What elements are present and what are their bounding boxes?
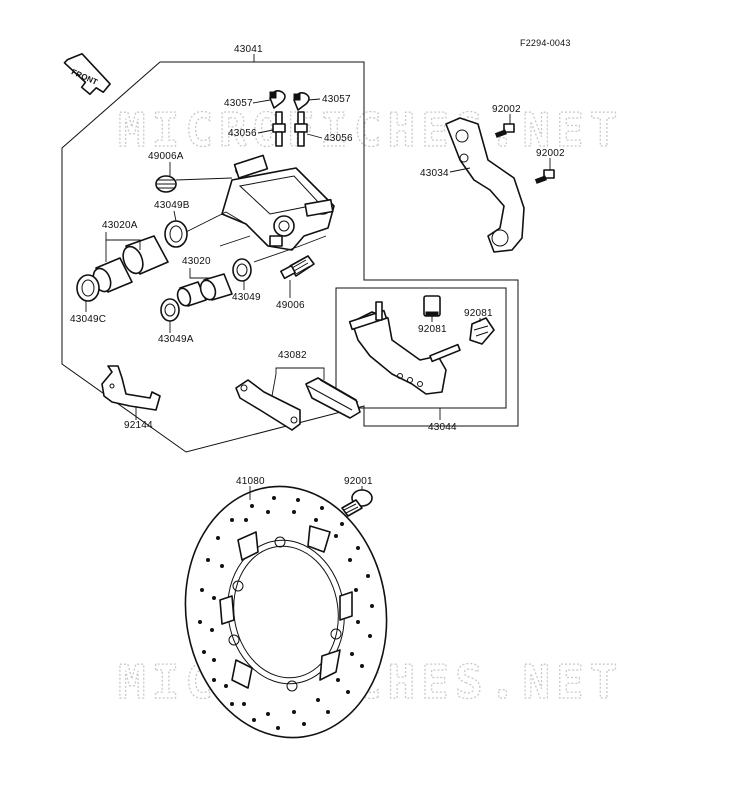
bleed-cap-left: [269, 90, 286, 109]
seal-43049A: [160, 298, 180, 322]
leader-43057-left: [252, 99, 271, 104]
diagram-code: F2294-0043: [520, 38, 571, 48]
bracket-box: [335, 287, 507, 409]
leader-43082: [275, 367, 325, 380]
seal-43049: [232, 258, 252, 282]
piston-43020A: [92, 235, 169, 293]
bleed-valve-right: [294, 111, 308, 147]
leader-43049B: [173, 210, 177, 222]
leader-43034: [449, 167, 471, 173]
label-43049A: 43049A: [158, 334, 194, 345]
label-92001: 92001: [344, 476, 373, 487]
pin-49006: [280, 255, 315, 280]
label-43049B: 43049B: [154, 200, 190, 211]
seal-43049C: [76, 274, 100, 302]
label-49006: 49006: [276, 300, 305, 311]
spring-92144: [101, 365, 161, 411]
leader-43020A: [105, 232, 141, 250]
label-41080: 41080: [236, 476, 265, 487]
seal-43049B: [164, 220, 188, 248]
label-43056-left: 43056: [228, 128, 257, 139]
label-43049: 43049: [232, 292, 261, 303]
label-43049C: 43049C: [70, 314, 106, 325]
label-92144: 92144: [124, 420, 153, 431]
label-43044: 43044: [428, 422, 457, 433]
caliper-body: [221, 154, 335, 251]
watermark-top: MICROFICHES.NET: [118, 103, 623, 157]
boot-49006A: [155, 175, 177, 193]
label-92081-left: 92081: [418, 324, 447, 335]
leader-assembly-3: [253, 235, 327, 263]
label-43056-right: 43056: [324, 133, 353, 144]
label-92002-lower: 92002: [536, 148, 565, 159]
leader-49006A-to-body: [175, 177, 233, 181]
leader-assembly-2: [219, 235, 251, 247]
disc-drilled-holes: [198, 496, 374, 730]
leader-43082-b: [271, 373, 277, 397]
caliper-assembly-boundary: [61, 61, 519, 453]
bleed-valve-left: [272, 111, 286, 147]
bolt-92002-lower: [534, 169, 555, 184]
bleed-cap-right: [293, 92, 310, 111]
leader-43056-right: [306, 133, 323, 139]
holder-43044: [348, 301, 461, 395]
label-92081-right: 92081: [464, 308, 493, 319]
pad-92081-left: [423, 295, 441, 317]
leader-43057-right: [307, 98, 321, 101]
label-43034: 43034: [420, 168, 449, 179]
label-43020A: 43020A: [102, 220, 138, 231]
brake-pads-43082: [235, 377, 361, 431]
label-92002-upper: 92002: [492, 104, 521, 115]
clip-92081-right: [469, 317, 495, 345]
bolt-92001: [341, 489, 373, 517]
piston-43020: [176, 273, 233, 307]
label-43057-right: 43057: [322, 94, 351, 105]
front-arrow-icon: FRONT: [63, 52, 111, 96]
bracket-43034: [445, 117, 525, 253]
leader-43056-left: [257, 129, 274, 134]
leader-43020: [189, 268, 212, 279]
label-43020: 43020: [182, 256, 211, 267]
leader-assembly-1: [185, 211, 247, 233]
label-43082: 43082: [278, 350, 307, 361]
brake-disc-41080: [184, 485, 388, 739]
label-43057-left: 43057: [224, 98, 253, 109]
label-49006A: 49006A: [148, 151, 184, 162]
label-43041: 43041: [234, 44, 263, 55]
bolt-92002-upper: [494, 123, 515, 138]
